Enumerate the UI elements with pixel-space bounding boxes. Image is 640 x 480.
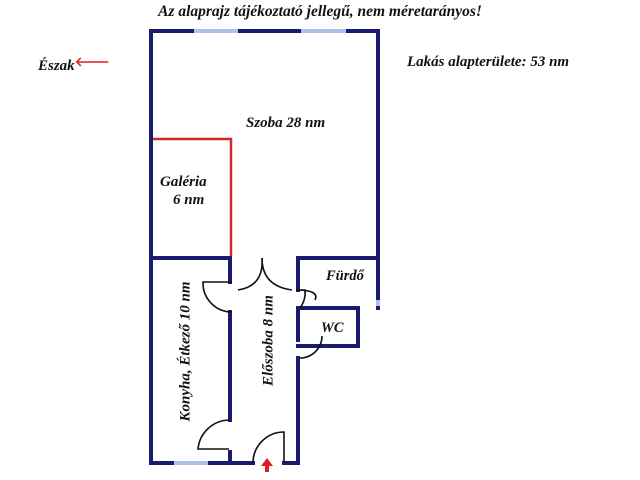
total-area-label: Lakás alapterülete: 53 nm [407,54,570,70]
room-label-furdo: Fürdő [326,268,364,284]
room-label-szoba: Szoba 28 nm [246,115,326,131]
arrow-up-icon [261,458,273,472]
galeria-name: Galéria [160,174,207,190]
arrow-left-icon: 🡐 [74,54,110,69]
north-label: Észak [38,58,75,74]
room-label-wc: WC [321,320,344,336]
room-label-eloszoba: Előszoba 8 nm [260,295,277,386]
north-indicator: Észak🡐 [38,54,110,75]
room-label-galeria: Galéria 6 nm [160,173,207,209]
gallery-outline [153,137,233,256]
disclaimer-title: Az alaprajz tájékoztató jellegű, nem mér… [158,3,482,20]
room-label-konyha: Konyha, Étkező 10 nm [177,281,194,422]
galeria-area: 6 nm [173,192,205,208]
